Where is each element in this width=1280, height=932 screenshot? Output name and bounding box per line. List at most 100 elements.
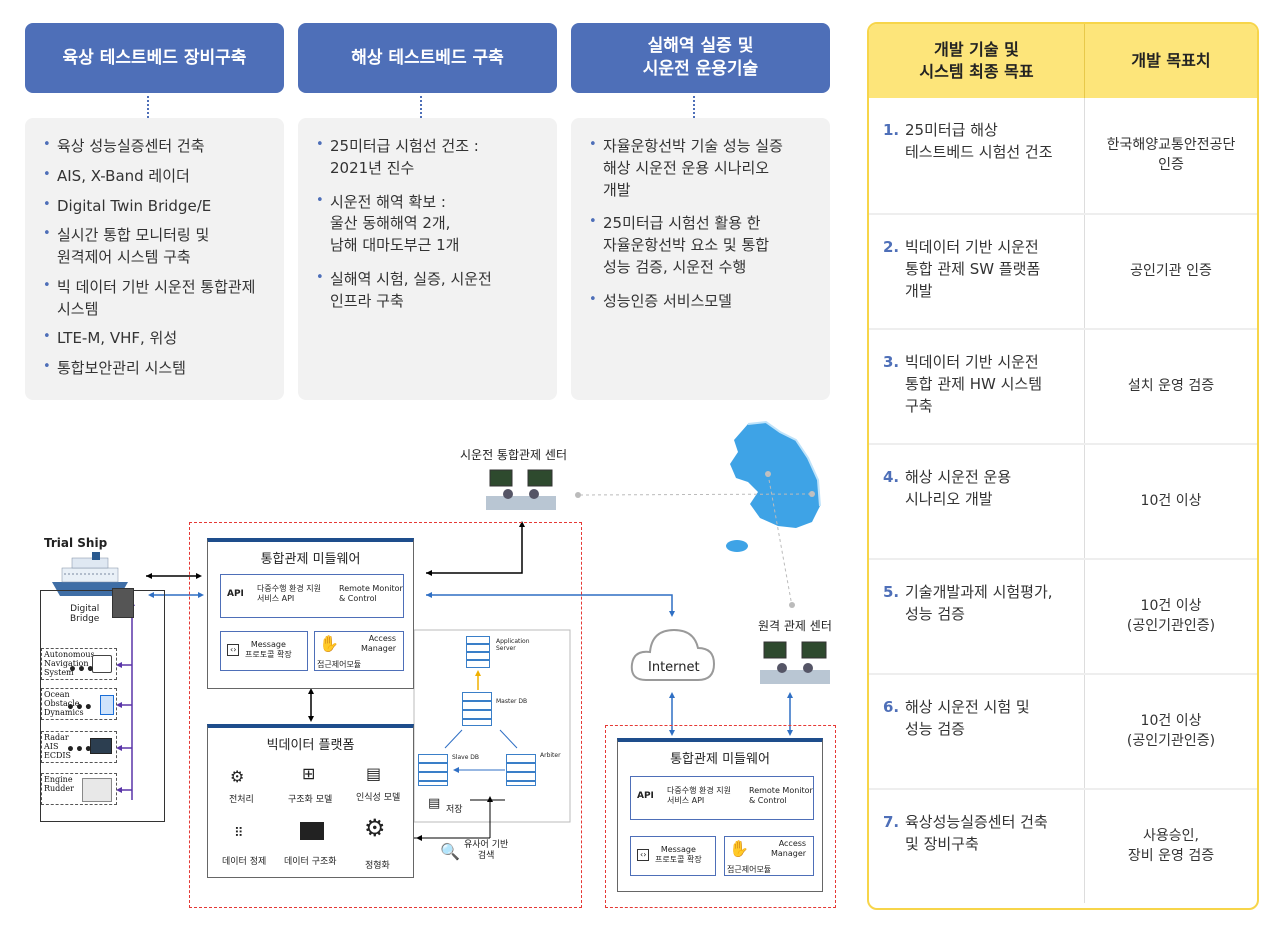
- arbiter-label: Arbiter: [540, 752, 561, 759]
- ship-system-label: Engine Rudder: [44, 775, 74, 794]
- table-row: 3.빅데이터 기반 시운전 통합 관제 HW 시스템 구축 설치 운영 검증: [869, 328, 1257, 443]
- list-item: 실시간 통합 모니터링 및 원격제어 시스템 구축: [43, 225, 270, 269]
- korea-map-icon: [726, 420, 821, 552]
- table-row: 5.기술개발과제 시험평가, 성능 검증 10건 이상 (공인기관인증): [869, 558, 1257, 673]
- api-icon: API: [227, 589, 244, 599]
- row-number: 5.: [883, 583, 900, 601]
- list-item: LTE-M, VHF, 위성: [43, 328, 270, 350]
- goal-text: 25미터급 해상 테스트베드 시험선 건조: [905, 121, 1053, 161]
- gears-icon: ⚙: [364, 814, 386, 842]
- message-label: Message 프로토콜 확장: [655, 845, 702, 864]
- hand-icon: ✋: [319, 634, 339, 653]
- list-item: 자율운항선박 기술 성능 실증 해상 시운전 운용 시나리오 개발: [589, 136, 816, 201]
- row-number: 2.: [883, 238, 900, 256]
- column-header-sea: 해상 테스트베드 구축: [298, 23, 557, 93]
- remote-middleware-box: 통합관제 미들웨어 API 다중수행 환경 지원 서비스 API Remote …: [617, 738, 823, 892]
- goal-text: 빅데이터 기반 시운전 통합 관제 SW 플랫폼 개발: [905, 238, 1041, 300]
- target-text: 한국해양교통안전공단 인증: [1106, 136, 1236, 173]
- remote-access-manager-box: ✋ Access Manager 접근제어모듈: [724, 836, 814, 876]
- gear-icon: ⚙: [230, 767, 245, 786]
- ship-system-label: Radar AIS ECDIS: [44, 733, 72, 761]
- column-header-land: 육상 테스트베드 장비구축: [25, 23, 284, 93]
- message-label: Message 프로토콜 확장: [245, 640, 292, 659]
- remote-system-boundary: [605, 725, 836, 908]
- ship-system-label: Ocean Obstacle Dynamics: [44, 690, 84, 718]
- similarity-search-label: 유사어 기반 검색: [464, 840, 509, 861]
- ellipsis-icon: •••: [66, 742, 93, 758]
- book-icon: ▤: [366, 764, 382, 783]
- control-center-label: 시운전 통합관제 센터: [460, 448, 567, 462]
- goals-header: 개발 기술 및 시스템 최종 목표 개발 목표치: [869, 24, 1257, 98]
- table-row: 6.해상 시운전 시험 및 성능 검증 10건 이상 (공인기관인증): [869, 673, 1257, 788]
- application-server-icon: [466, 636, 490, 668]
- slave-db-icon: [418, 754, 448, 786]
- list-item: 25미터급 시험선 건조 : 2021년 진수: [316, 136, 543, 180]
- access-module-label: 접근제어모듈: [317, 660, 362, 669]
- ship-system-label: Autonomous Navigation System: [44, 650, 95, 678]
- goal-text: 해상 시운전 운용 시나리오 개발: [905, 468, 1012, 508]
- ship-system-radar: Radar AIS ECDIS: [41, 731, 117, 763]
- remote-center-icon: [760, 641, 830, 684]
- multi-env-label: 다중수행 환경 지원 서비스 API: [257, 584, 321, 603]
- control-center-icon: [486, 469, 556, 510]
- middleware-box: 통합관제 미들웨어 API 다중수행 환경 지원 서비스 API Remote …: [207, 538, 414, 689]
- internet-cloud-icon: [630, 628, 716, 681]
- dynamics-icon: [100, 695, 114, 715]
- list-item: 25미터급 시험선 활용 한 자율운항선박 요소 및 통합 성능 검증, 시운전…: [589, 213, 816, 278]
- structure-icon: ⊞: [302, 764, 316, 783]
- main-system-boundary: [189, 522, 582, 908]
- card-sea: 25미터급 시험선 건조 : 2021년 진수 시운전 해역 확보 : 울산 동…: [298, 118, 557, 400]
- navigation-icon: [92, 655, 112, 673]
- ship-icon: [52, 552, 128, 596]
- master-db-icon: [462, 692, 492, 726]
- goals-table: 개발 기술 및 시스템 최종 목표 개발 목표치 1. 25미터급 해상 테스트베…: [867, 22, 1259, 910]
- preprocess-label: 전처리: [229, 795, 254, 805]
- data-structuring-label: 데이터 구조화: [284, 857, 337, 867]
- ship-system-obstacle: Ocean Obstacle Dynamics: [41, 688, 117, 720]
- table-row: 2. 빅데이터 기반 시운전 통합 관제 SW 플랫폼 개발 공인기관 인증: [869, 213, 1257, 328]
- api-icon: API: [637, 791, 654, 801]
- ellipsis-icon: •••: [68, 662, 95, 678]
- remote-message-box: ‹› Message 프로토콜 확장: [630, 836, 716, 876]
- recognition-model-label: 인식성 모델: [356, 793, 401, 803]
- access-manager-label: Access Manager: [771, 839, 807, 858]
- list-item: 시운전 해역 확보 : 울산 동해해역 2개, 남해 대마도부근 1개: [316, 192, 543, 257]
- trial-ship-label: Trial Ship: [44, 536, 108, 550]
- hand-icon: ✋: [729, 839, 749, 858]
- target-text: 사용승인, 장비 운영 검증: [1127, 827, 1215, 864]
- multi-env-label: 다중수행 환경 지원 서비스 API: [667, 786, 731, 805]
- remote-monitor-label: Remote Monitor & Control: [339, 584, 403, 603]
- goals-header-right: 개발 목표치: [1131, 51, 1211, 71]
- row-number: 7.: [883, 813, 900, 831]
- remote-middleware-title: 통합관제 미들웨어: [670, 752, 770, 767]
- arbiter-icon: [506, 754, 536, 786]
- remote-monitor-label: Remote Monitor & Control: [749, 786, 813, 805]
- folder-icon: [300, 822, 324, 840]
- goal-text: 빅데이터 기반 시운전 통합 관제 HW 시스템 구축: [905, 353, 1043, 415]
- row-number: 1.: [883, 121, 900, 139]
- list-item: 성능인증 서비스모델: [589, 291, 816, 313]
- row-number: 4.: [883, 468, 900, 486]
- middleware-title: 통합관제 미들웨어: [260, 552, 361, 567]
- message-box: ‹› Message 프로토콜 확장: [220, 631, 308, 671]
- bigdata-title: 빅데이터 플랫폼: [266, 738, 355, 753]
- column-header-operation: 실해역 실증 및 시운전 운용기술: [571, 23, 830, 93]
- ship-systems-frame: [40, 590, 165, 822]
- goal-text: 해상 시운전 시험 및 성능 검증: [905, 698, 1030, 738]
- master-db-label: Master DB: [496, 698, 528, 705]
- data-cleansing-label: 데이터 정제: [222, 857, 267, 867]
- target-text: 공인기관 인증: [1130, 262, 1212, 279]
- table-row: 1. 25미터급 해상 테스트베드 시험선 건조 한국해양교통안전공단 인증: [869, 98, 1257, 213]
- list-item: 통합보안관리 시스템: [43, 358, 270, 380]
- remote-center-label: 원격 관제 센터: [758, 619, 832, 633]
- target-text: 10건 이상 (공인기관인증): [1126, 597, 1216, 634]
- access-manager-label: Access Manager: [361, 634, 397, 653]
- target-text: 10건 이상 (공인기관인증): [1126, 712, 1216, 749]
- list-item: 실해역 시험, 실증, 시운전 인프라 구축: [316, 269, 543, 313]
- card-operation: 자율운항선박 기술 성능 실증 해상 시운전 운용 시나리오 개발 25미터급 …: [571, 118, 830, 400]
- app-server-label: Application Server: [496, 638, 530, 653]
- goals-header-left: 개발 기술 및 시스템 최종 목표: [869, 24, 1085, 98]
- list-item: AIS, X-Band 레이더: [43, 166, 270, 188]
- row-number: 3.: [883, 353, 900, 371]
- structure-model-label: 구조화 모델: [288, 795, 333, 805]
